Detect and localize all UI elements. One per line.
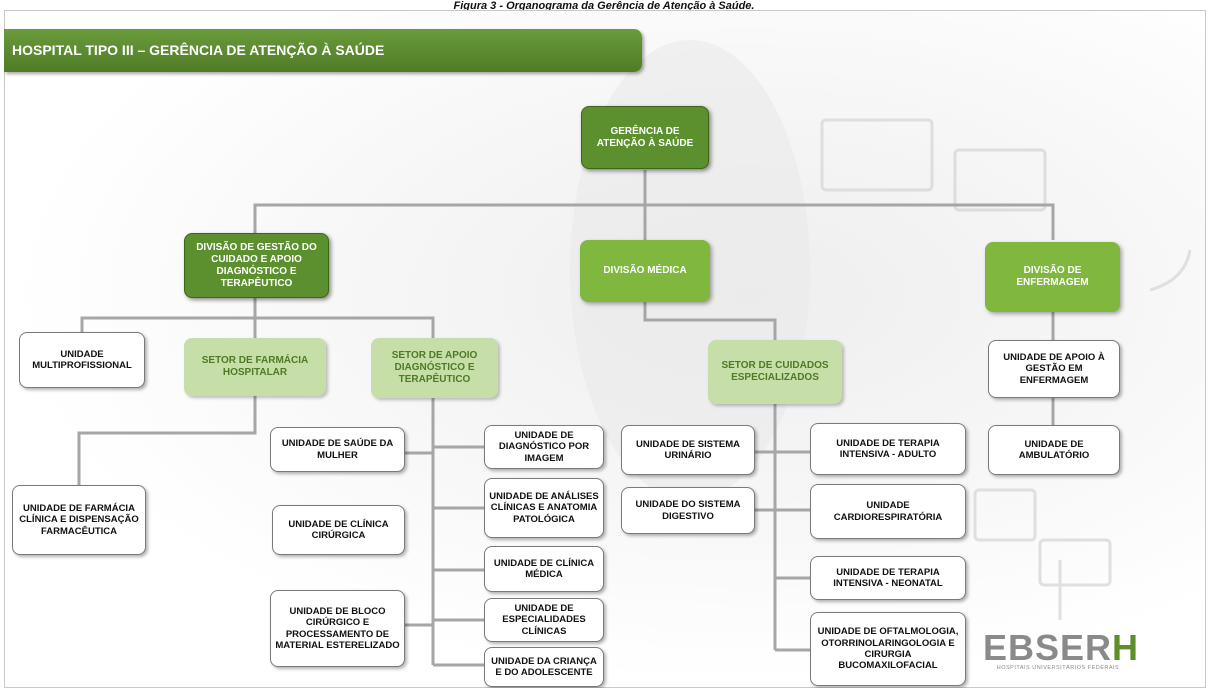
connector-farmacia-clinica [77, 396, 257, 485]
logo-tagline: HOSPITAIS UNIVERSITÁRIOS FEDERAIS [996, 665, 1120, 671]
node-unidade-oftalmologia: UNIDADE DE OFTALMOLOGIA, OTORRINOLARINGO… [810, 612, 966, 686]
node-unidade-especialidades-clinicas: UNIDADE DE ESPECIALIDADES CLÍNICAS [484, 598, 604, 642]
node-unidade-apoio-gestao-enfermagem: UNIDADE DE APOIO À GESTÃO EM ENFERMAGEM [988, 340, 1120, 398]
node-setor-cuidados-especializados: SETOR DE CUIDADOS ESPECIALIZADOS [708, 340, 842, 404]
node-unidade-uti-adulto: UNIDADE DE TERAPIA INTENSIVA - ADULTO [810, 423, 966, 475]
node-unidade-sistema-digestivo: UNIDADE DO SISTEMA DIGESTIVO [621, 487, 755, 534]
connector-medica-cuidados [643, 302, 777, 340]
node-gerencia-atencao-saude: GERÊNCIA DE ATENÇÃO À SAÚDE [581, 106, 709, 169]
banner-title: HOSPITAL TIPO III – GERÊNCIA DE ATENÇÃO … [4, 29, 642, 72]
node-unidade-clinica-medica: UNIDADE DE CLÍNICA MÉDICA [484, 546, 604, 592]
node-unidade-clinica-cirurgica: UNIDADE DE CLÍNICA CIRÚRGICA [272, 505, 405, 555]
node-unidade-bloco-cirurgico: UNIDADE DE BLOCO CIRÚRGICO E PROCESSAMEN… [270, 590, 405, 667]
node-unidade-analises-clinicas: UNIDADE DE ANÁLISES CLÍNICAS E ANATOMIA … [484, 478, 604, 538]
node-divisao-medica: DIVISÃO MÉDICA [580, 240, 710, 302]
node-unidade-ambulatorio: UNIDADE DE AMBULATÓRIO [988, 425, 1120, 475]
connector-divisions-bus [253, 203, 1055, 240]
logo-wordmark: EBSERH [983, 627, 1140, 668]
node-unidade-sistema-urinario: UNIDADE DE SISTEMA URINÁRIO [621, 425, 755, 475]
connector-gestao-bus [80, 316, 435, 338]
node-unidade-diagnostico-imagem: UNIDADE DE DIAGNÓSTICO POR IMAGEM [484, 425, 604, 469]
node-setor-farmacia-hospitalar: SETOR DE FARMÁCIA HOSPITALAR [184, 338, 326, 396]
node-unidade-crianca-adolescente: UNIDADE DA CRIANÇA E DO ADOLESCENTE [484, 647, 604, 687]
node-setor-apoio-diagnostico: SETOR DE APOIO DIAGNÓSTICO E TERAPÊUTICO [371, 338, 498, 398]
ebserh-logo: EBSERH HOSPITAIS UNIVERSITÁRIOS FEDERAIS [983, 627, 1140, 672]
node-unidade-cardiorespiratoria: UNIDADE CARDIORESPIRATÓRIA [810, 484, 966, 539]
node-divisao-enfermagem: DIVISÃO DE ENFERMAGEM [985, 242, 1120, 312]
figure-caption: Figura 3 - Organograma da Gerência de At… [453, 0, 755, 12]
node-unidade-uti-neonatal: UNIDADE DE TERAPIA INTENSIVA - NEONATAL [810, 556, 966, 600]
node-unidade-farmacia-clinica: UNIDADE DE FARMÁCIA CLÍNICA E DISPENSAÇÃ… [12, 485, 146, 555]
node-divisao-gestao-cuidado: DIVISÃO DE GESTÃO DO CUIDADO E APOIO DIA… [184, 233, 329, 298]
node-unidade-multiprofissional: UNIDADE MULTIPROFISSIONAL [19, 332, 145, 388]
node-unidade-saude-mulher: UNIDADE DE SAÚDE DA MULHER [270, 427, 405, 472]
